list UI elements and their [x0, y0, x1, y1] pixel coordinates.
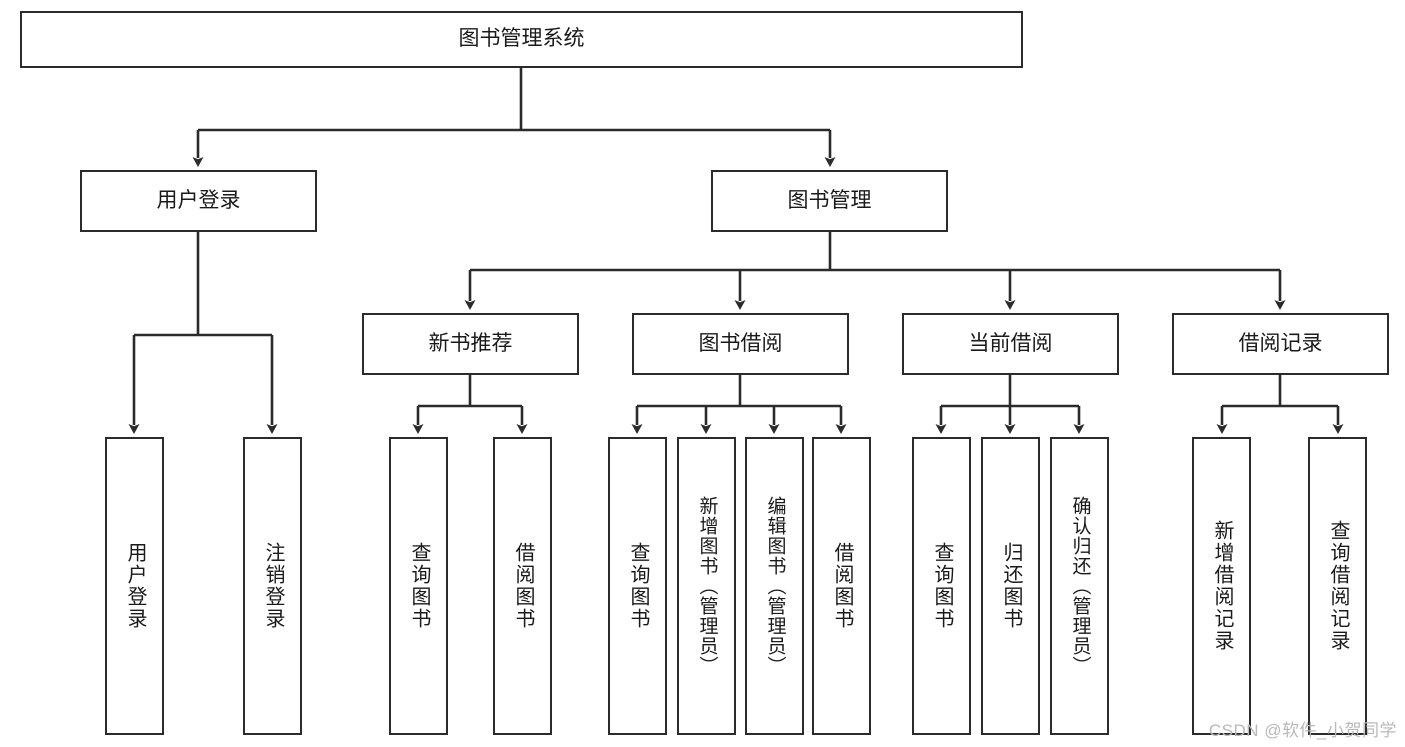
- leaf-query-book-2-label: 查询图书: [627, 542, 649, 630]
- node-new-book-recommend-label: 新书推荐: [428, 331, 513, 355]
- leaf-add-book-label: 新增图书（管理员）: [696, 496, 718, 676]
- leaf-query-record-label: 查询借阅记录: [1327, 520, 1349, 652]
- node-book-manage-label: 图书管理: [787, 188, 872, 212]
- leaf-edit-book-label: 编辑图书（管理员）: [764, 496, 786, 676]
- leaf-add-record-label: 新增借阅记录: [1211, 520, 1233, 652]
- leaf-query-book-3[interactable]: 查询图书: [912, 437, 971, 735]
- leaf-edit-book[interactable]: 编辑图书（管理员）: [745, 437, 804, 735]
- leaf-borrow-book-2-label: 借阅图书: [831, 542, 853, 630]
- node-user-login[interactable]: 用户登录: [80, 170, 317, 232]
- leaf-logout-login[interactable]: 注销登录: [243, 437, 302, 735]
- leaf-logout-login-label: 注销登录: [262, 542, 284, 630]
- node-current-borrow-label: 当前借阅: [968, 331, 1053, 355]
- leaf-return-book[interactable]: 归还图书: [981, 437, 1040, 735]
- node-root-label: 图书管理系统: [458, 27, 585, 51]
- leaf-query-book-1[interactable]: 查询图书: [389, 437, 448, 735]
- leaf-borrow-book-1-label: 借阅图书: [512, 542, 534, 630]
- leaf-add-record[interactable]: 新增借阅记录: [1192, 437, 1251, 735]
- leaf-user-login[interactable]: 用户登录: [105, 437, 164, 735]
- node-book-borrow[interactable]: 图书借阅: [632, 313, 849, 375]
- leaf-confirm-return-label: 确认归还（管理员）: [1069, 496, 1091, 676]
- leaf-query-book-1-label: 查询图书: [408, 542, 430, 630]
- leaf-user-login-label: 用户登录: [124, 542, 146, 630]
- leaf-add-book[interactable]: 新增图书（管理员）: [677, 437, 736, 735]
- node-current-borrow[interactable]: 当前借阅: [902, 313, 1119, 375]
- node-borrow-record[interactable]: 借阅记录: [1172, 313, 1389, 375]
- leaf-query-record[interactable]: 查询借阅记录: [1308, 437, 1367, 735]
- csdn-watermark: CSDN @软件_小贺同学: [1208, 721, 1397, 740]
- node-borrow-record-label: 借阅记录: [1238, 331, 1323, 355]
- leaf-borrow-book-2[interactable]: 借阅图书: [812, 437, 871, 735]
- node-user-login-label: 用户登录: [156, 188, 241, 212]
- leaf-confirm-return[interactable]: 确认归还（管理员）: [1050, 437, 1109, 735]
- leaf-return-book-label: 归还图书: [1000, 542, 1022, 630]
- leaf-query-book-2[interactable]: 查询图书: [608, 437, 667, 735]
- node-root[interactable]: 图书管理系统: [20, 11, 1023, 68]
- node-new-book-recommend[interactable]: 新书推荐: [362, 313, 579, 375]
- node-book-borrow-label: 图书借阅: [698, 331, 783, 355]
- node-book-manage[interactable]: 图书管理: [711, 170, 948, 232]
- leaf-borrow-book-1[interactable]: 借阅图书: [493, 437, 552, 735]
- leaf-query-book-3-label: 查询图书: [931, 542, 953, 630]
